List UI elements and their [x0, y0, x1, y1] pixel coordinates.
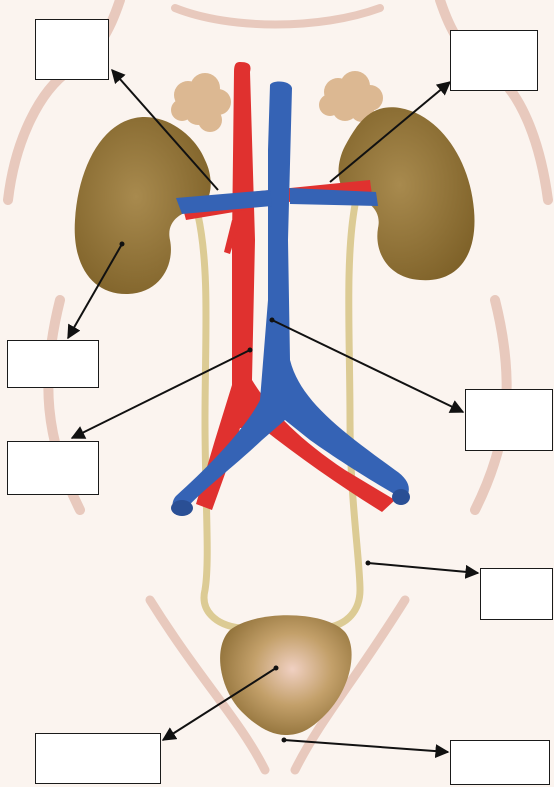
label-box-mid-right[interactable]: [465, 389, 553, 451]
label-box-bottom-left[interactable]: [35, 733, 161, 784]
adrenal-gland-left: [171, 73, 231, 132]
label-box-top-right[interactable]: [450, 30, 538, 91]
label-box-bottom-right[interactable]: [450, 740, 550, 785]
arrow-to-low-right: [368, 563, 478, 573]
label-box-mid-left[interactable]: [7, 340, 99, 388]
label-box-low-left[interactable]: [7, 441, 99, 495]
label-box-top-left[interactable]: [35, 19, 109, 80]
label-box-low-right[interactable]: [480, 568, 553, 620]
